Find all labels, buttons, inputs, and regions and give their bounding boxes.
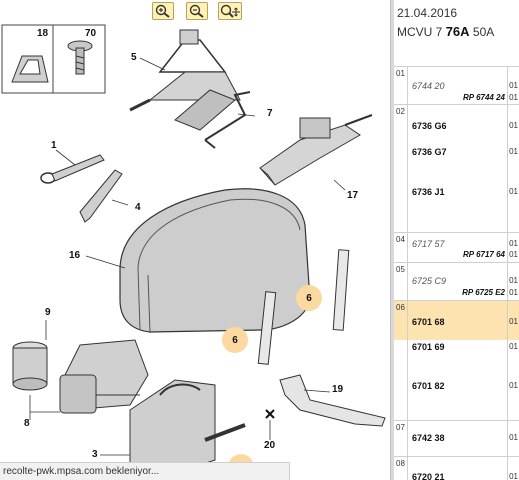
parts-row-06[interactable]: 06 6701 68 01 [394, 300, 519, 340]
inset-label-18: 18 [37, 28, 49, 39]
part-qty: 01 [509, 317, 518, 326]
part-number: 6725 C9 [412, 276, 447, 286]
part-number: 6742 38 [412, 433, 445, 443]
zoom-out-icon [189, 4, 204, 18]
qty-column [507, 105, 519, 232]
hotspot-6-left[interactable]: 6 [222, 327, 248, 353]
part-qty: 01 [509, 288, 518, 297]
part-qty: 01 [509, 93, 518, 102]
hotspot-label: 6 [232, 334, 238, 346]
callout-5[interactable]: 5 [131, 52, 137, 63]
catalog-date: 21.04.2016 [397, 6, 458, 20]
model-suffix: 50A [472, 25, 495, 39]
row-number: 04 [394, 233, 408, 262]
zoom-move-icon [220, 4, 240, 18]
parts-row-04[interactable]: 04 6717 57 01 RP 6717 64 01 [394, 232, 519, 262]
part-qty: 01 [509, 250, 518, 259]
parts-row-06-cont[interactable]: 6701 69 01 6701 82 01 [394, 340, 519, 420]
qty-column [507, 340, 519, 420]
part-qty: 01 [509, 381, 518, 390]
hotspot-label: 6 [306, 292, 312, 304]
row-number: 06 [394, 301, 408, 340]
parts-list-panel: 21.04.2016 MCVU 7 76A 50A 01 6744 20 01 … [394, 0, 519, 480]
zoom-toolbar [0, 0, 390, 22]
qty-column [507, 263, 519, 300]
qty-column [507, 457, 519, 480]
panel-header: 21.04.2016 MCVU 7 76A 50A [394, 0, 519, 58]
row-number: 05 [394, 263, 408, 300]
callout-8[interactable]: 8 [24, 418, 30, 429]
zoom-in-icon [155, 4, 170, 18]
callout-3[interactable]: 3 [92, 449, 98, 460]
qty-column [507, 421, 519, 456]
replacement-part: RP 6744 24 [463, 93, 505, 102]
panel-divider[interactable] [390, 0, 394, 480]
diagram-viewer: 18 70 5 7 1 17 4 16 6 6 9 19 8 20 3 reco… [0, 0, 390, 480]
part-number: 6744 20 [412, 81, 445, 91]
model-code-bold: 76A [445, 24, 470, 39]
parts-row-07[interactable]: 07 6742 38 01 [394, 420, 519, 456]
part-number: 6701 69 [412, 342, 445, 352]
parts-row-01[interactable]: 01 6744 20 01 RP 6744 24 01 [394, 66, 519, 104]
qty-column [507, 67, 519, 104]
row-number: 01 [394, 67, 408, 104]
zoom-out-button[interactable] [186, 2, 208, 20]
inset-label-70: 70 [85, 28, 97, 39]
parts-row-05[interactable]: 05 6725 C9 01 RP 6725 E2 01 [394, 262, 519, 300]
replacement-part: RP 6725 E2 [462, 288, 505, 297]
parts-diagram: 18 70 5 7 1 17 4 16 6 6 9 19 8 20 3 [0, 22, 390, 480]
row-number: 02 [394, 105, 408, 232]
hotspot-6-right[interactable]: 6 [296, 285, 322, 311]
part-qty: 01 [509, 187, 518, 196]
status-text: recolte-pwk.mpsa.com bekleniyor... [3, 466, 160, 477]
part-qty: 01 [509, 342, 518, 351]
row-number: 07 [394, 421, 408, 456]
part-number: 6717 57 [412, 239, 445, 249]
callout-7[interactable]: 7 [267, 108, 273, 119]
zoom-move-button[interactable] [218, 2, 242, 20]
parts-row-08[interactable]: 08 6720 21 01 [394, 456, 519, 480]
callout-19[interactable]: 19 [332, 384, 344, 395]
row-number [394, 340, 408, 420]
model-prefix: MCVU 7 [397, 25, 443, 39]
callout-20[interactable]: 20 [264, 440, 276, 451]
callout-4[interactable]: 4 [135, 202, 141, 213]
part-number: 6701 68 [412, 317, 445, 327]
parts-illustration [1, 24, 386, 476]
part-number: 6701 82 [412, 381, 445, 391]
qty-column [507, 233, 519, 262]
model-code: MCVU 7 76A 50A [397, 24, 494, 39]
part-number: 6736 G6 [412, 121, 447, 131]
zoom-in-button[interactable] [152, 2, 174, 20]
part-qty: 01 [509, 276, 518, 285]
part-qty: 01 [509, 472, 518, 480]
callout-1[interactable]: 1 [51, 140, 57, 151]
replacement-part: RP 6717 64 [463, 250, 505, 259]
part-number: 6736 G7 [412, 147, 447, 157]
parts-row-02[interactable]: 02 6736 G6 01 6736 G7 01 6736 J1 01 [394, 104, 519, 232]
part-qty: 01 [509, 433, 518, 442]
part-qty: 01 [509, 147, 518, 156]
part-number: 6720 21 [412, 472, 445, 480]
callout-17[interactable]: 17 [347, 190, 359, 201]
status-bar: recolte-pwk.mpsa.com bekleniyor... [0, 462, 290, 480]
row-number: 08 [394, 457, 408, 480]
part-qty: 01 [509, 121, 518, 130]
callout-16[interactable]: 16 [69, 250, 81, 261]
qty-column [507, 301, 519, 340]
callout-9[interactable]: 9 [45, 307, 51, 318]
part-qty: 01 [509, 239, 518, 248]
part-qty: 01 [509, 81, 518, 90]
part-number: 6736 J1 [412, 187, 445, 197]
